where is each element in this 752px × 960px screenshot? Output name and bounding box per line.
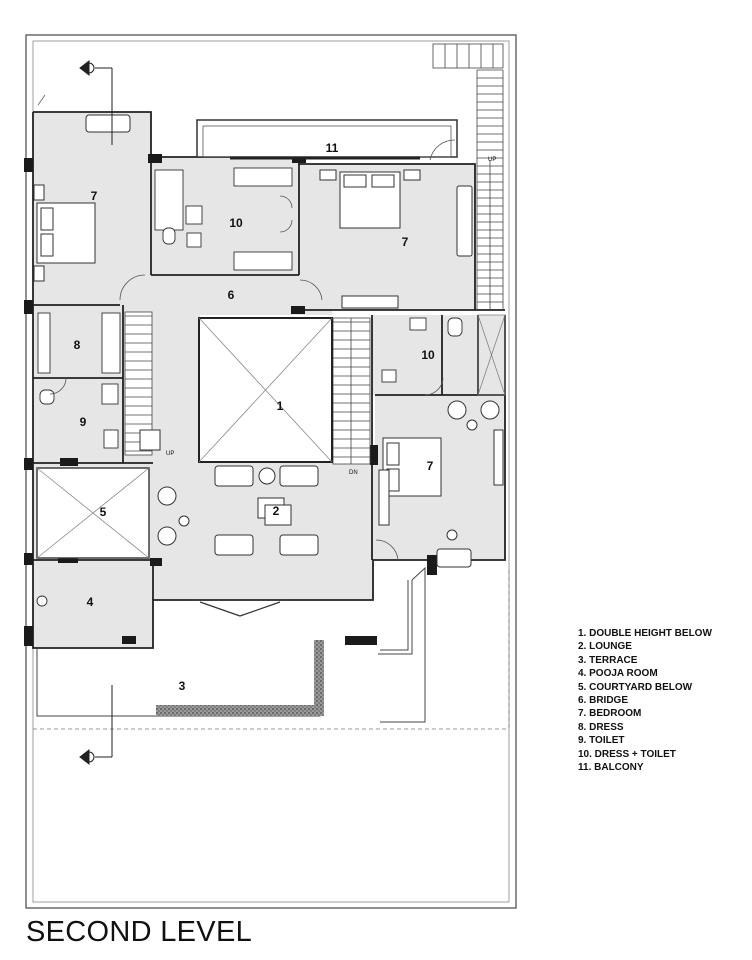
bed-top bbox=[319, 169, 421, 229]
room-label-bedroom-top: 7 bbox=[402, 235, 409, 249]
room-label-double-height-below: 1 bbox=[277, 399, 284, 413]
legend-item: 4. POOJA ROOM bbox=[578, 668, 658, 680]
entrance-glazing bbox=[190, 599, 290, 617]
legend-item: 6. BRIDGE bbox=[578, 695, 629, 707]
legend-item: 8. DRESS bbox=[578, 721, 624, 733]
legend-item: 7. BEDROOM bbox=[578, 708, 642, 720]
stair-label-up-top: UP bbox=[488, 157, 496, 163]
room-label-bridge: 6 bbox=[228, 288, 235, 302]
room-label-dress-toilet-top: 10 bbox=[229, 216, 243, 230]
room-label-lounge: 2 bbox=[273, 504, 280, 518]
legend-item: 5. COURTYARD BELOW bbox=[578, 681, 693, 693]
furniture bbox=[85, 114, 504, 568]
columns bbox=[24, 154, 437, 646]
wardrobe-right bbox=[477, 314, 506, 396]
stair-label-up-left: UP bbox=[166, 451, 174, 457]
staircase-top-right bbox=[432, 43, 504, 310]
legend-item: 10. DRESS + TOILET bbox=[578, 748, 676, 760]
stair-label-dn: DN bbox=[349, 470, 358, 476]
room-label-balcony: 11 bbox=[326, 141, 339, 155]
bed-left bbox=[33, 184, 96, 282]
fixtures bbox=[36, 167, 463, 607]
legend-item: 1. DOUBLE HEIGHT BELOW bbox=[578, 628, 712, 639]
double-height-void bbox=[198, 317, 333, 463]
room-label-dress: 8 bbox=[74, 338, 81, 352]
planter-hedge-side bbox=[314, 640, 324, 715]
doors bbox=[37, 94, 456, 561]
room-label-bedroom-right: 7 bbox=[427, 459, 434, 473]
legend-item: 2. LOUNGE bbox=[578, 641, 632, 653]
legend-item: 11. BALCONY bbox=[578, 762, 644, 774]
section-marker-top bbox=[79, 59, 113, 145]
room-label-toilet: 9 bbox=[80, 415, 87, 429]
plot-boundary bbox=[25, 34, 517, 909]
staircase-center bbox=[332, 317, 371, 465]
legend-item: 3. TERRACE bbox=[578, 654, 638, 666]
legend-item: 9. TOILET bbox=[578, 735, 625, 747]
room-labels: 1 2 3 4 5 6 7 7 7 8 9 10 10 11 bbox=[74, 141, 435, 693]
bed-right bbox=[382, 437, 442, 497]
planter-hedge bbox=[156, 705, 324, 716]
legend: 1. DOUBLE HEIGHT BELOW 2. LOUNGE 3. TERR… bbox=[578, 627, 712, 774]
room-label-pooja-room: 4 bbox=[87, 595, 94, 609]
balcony bbox=[196, 119, 458, 160]
room-label-terrace: 3 bbox=[179, 679, 186, 693]
courtyard-void bbox=[36, 467, 150, 559]
room-label-dress-toilet-right: 10 bbox=[421, 348, 435, 362]
room-label-courtyard-below: 5 bbox=[100, 505, 107, 519]
section-marker-bottom bbox=[79, 685, 113, 766]
room-label-bedroom-left: 7 bbox=[91, 189, 98, 203]
plan-title: SECOND LEVEL bbox=[26, 916, 253, 948]
